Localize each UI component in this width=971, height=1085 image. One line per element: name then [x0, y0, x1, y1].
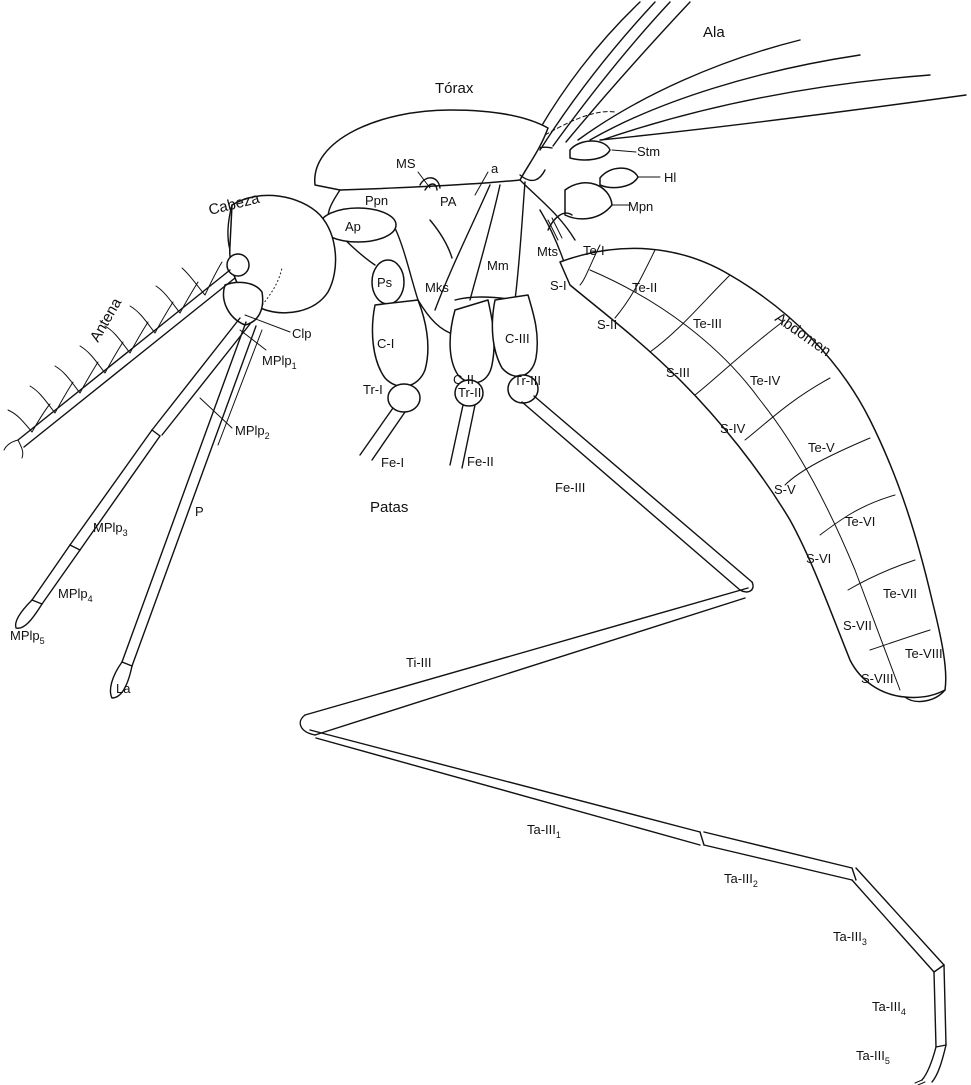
label-te1: Te-I: [583, 243, 605, 258]
label-te4: Te-IV: [750, 373, 781, 388]
label-pa: PA: [440, 194, 457, 209]
label-te8: Te-VIII: [905, 646, 943, 661]
abdomen-shape: [560, 245, 946, 701]
label-tr2: Tr-II: [458, 385, 481, 400]
legs-base: [360, 295, 538, 468]
label-patas: Patas: [370, 499, 408, 516]
label-ap: Ap: [345, 219, 361, 234]
label-ta5: Ta-III5: [856, 1048, 890, 1066]
label-s5: S-V: [774, 482, 796, 497]
label-clp: Clp: [292, 326, 312, 341]
label-antena: Antena: [87, 295, 126, 345]
label-mpn: Mpn: [628, 199, 653, 214]
label-tr1: Tr-I: [363, 382, 383, 397]
label-torax: Tórax: [435, 80, 474, 97]
label-p: P: [195, 504, 204, 519]
label-mplp2: MPlp2: [235, 423, 270, 441]
label-te3: Te-III: [693, 316, 722, 331]
label-la: La: [116, 681, 131, 696]
label-te7: Te-VII: [883, 586, 917, 601]
label-ala: Ala: [703, 24, 725, 41]
label-s2: S-II: [597, 317, 617, 332]
label-mplp4: MPlp4: [58, 586, 93, 604]
label-mplp1: MPlp1: [262, 353, 297, 371]
label-tr3: Tr-III: [514, 373, 541, 388]
label-te5: Te-V: [808, 440, 835, 455]
label-hl: Hl: [664, 170, 676, 185]
label-ta2: Ta-III2: [724, 871, 758, 889]
label-a: a: [491, 161, 499, 176]
label-c3: C-III: [505, 331, 530, 346]
label-fe1: Fe-I: [381, 455, 404, 470]
head: [4, 195, 336, 698]
label-ms: MS: [396, 156, 416, 171]
label-stm: Stm: [637, 144, 660, 159]
label-ta3: Ta-III3: [833, 929, 867, 947]
label-mts: Mts: [537, 244, 558, 259]
label-ppn: Ppn: [365, 193, 388, 208]
label-fe3: Fe-III: [555, 480, 585, 495]
label-ps: Ps: [377, 275, 393, 290]
wing: [520, 2, 966, 160]
label-s4: S-IV: [720, 421, 746, 436]
label-ta4: Ta-III4: [872, 999, 906, 1017]
label-s3: S-III: [666, 365, 690, 380]
label-mks: Mks: [425, 280, 449, 295]
label-te6: Te-VI: [845, 514, 875, 529]
label-te2: Te-II: [632, 280, 657, 295]
label-ta1: Ta-III1: [527, 822, 561, 840]
label-s8: S-VIII: [861, 671, 894, 686]
label-mplp3: MPlp3: [93, 520, 128, 538]
label-s7: S-VII: [843, 618, 872, 633]
label-s1: S-I: [550, 278, 567, 293]
label-c1: C-I: [377, 336, 394, 351]
label-mm: Mm: [487, 258, 509, 273]
label-s6: S-VI: [806, 551, 831, 566]
label-ti3: Ti-III: [406, 655, 432, 670]
label-mplp5: MPlp5: [10, 628, 45, 646]
label-fe2: Fe-II: [467, 454, 494, 469]
